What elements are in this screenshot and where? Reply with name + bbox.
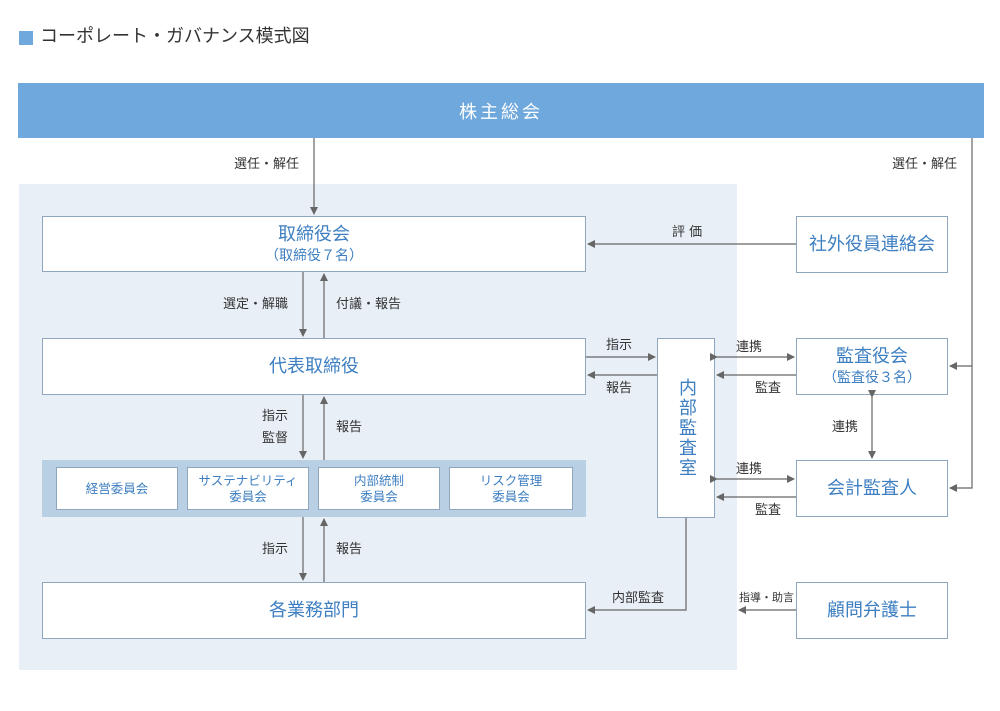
label-coop-auditors: 連携 bbox=[832, 420, 859, 435]
board-title: 取締役会 bbox=[278, 223, 350, 245]
president-box: 代表取締役 bbox=[42, 338, 586, 395]
committee-sustainability: サステナビリティ 委員会 bbox=[187, 467, 309, 510]
shareholders-meeting-box: 株主総会 bbox=[18, 83, 984, 138]
label-instruct: 指示 bbox=[262, 409, 289, 424]
label-instruct-divisions: 指示 bbox=[262, 542, 289, 557]
label-coop-aa: 連携 bbox=[736, 462, 763, 477]
label-guidance: 指導・助言 bbox=[739, 591, 794, 604]
board-of-directors-box: 取締役会 （取締役７名） bbox=[42, 216, 586, 272]
title-marker bbox=[19, 31, 33, 45]
page-title: コーポレート・ガバナンス模式図 bbox=[40, 26, 310, 47]
committee-label: 内部統制 bbox=[353, 472, 404, 488]
label-report-committees: 報告 bbox=[336, 420, 363, 435]
label-elect-auditors: 選任・解任 bbox=[892, 157, 958, 172]
business-divisions-box: 各業務部門 bbox=[42, 582, 586, 639]
outside-officers-box: 社外役員連絡会 bbox=[796, 216, 948, 273]
audit-board-box: 監査役会 （監査役３名） bbox=[796, 338, 948, 395]
label-refer-report: 付議・報告 bbox=[336, 297, 402, 312]
committee-internal-control: 内部統制 委員会 bbox=[318, 467, 440, 510]
label-audit-aa: 監査 bbox=[755, 503, 782, 518]
legal-advisor-title: 顧問弁護士 bbox=[827, 599, 917, 621]
committee-label: リスク管理 bbox=[479, 472, 543, 488]
label-audit-ab: 監査 bbox=[755, 381, 782, 396]
committee-label: 委員会 bbox=[492, 488, 530, 504]
label-internal-audit: 内部監査 bbox=[612, 591, 665, 606]
board-subtitle: （取締役７名） bbox=[265, 247, 363, 264]
committee-label: 委員会 bbox=[360, 488, 398, 504]
accounting-auditor-box: 会計監査人 bbox=[796, 460, 948, 517]
committee-risk-management: リスク管理 委員会 bbox=[449, 467, 573, 510]
label-select-dismiss: 選定・解職 bbox=[223, 297, 289, 312]
president-title: 代表取締役 bbox=[269, 355, 359, 377]
internal-audit-title: 内部監査室 bbox=[676, 378, 697, 478]
label-supervise: 監督 bbox=[262, 431, 289, 446]
label-evaluation: 評 価 bbox=[672, 225, 703, 240]
accounting-auditor-title: 会計監査人 bbox=[827, 477, 917, 499]
audit-board-subtitle: （監査役３名） bbox=[823, 370, 921, 386]
label-coop-ab: 連携 bbox=[736, 340, 763, 355]
legal-advisor-box: 顧問弁護士 bbox=[796, 582, 948, 639]
committee-management: 経営委員会 bbox=[56, 467, 178, 510]
edge-internal-audit bbox=[587, 518, 687, 614]
committee-label: 経営委員会 bbox=[85, 480, 149, 496]
label-instruct-ia: 指示 bbox=[606, 338, 633, 353]
committee-label: サステナビリティ bbox=[198, 472, 298, 488]
label-report-ia: 報告 bbox=[606, 381, 633, 396]
label-report-divisions: 報告 bbox=[336, 542, 363, 557]
divisions-title: 各業務部門 bbox=[269, 599, 359, 621]
outside-officers-title: 社外役員連絡会 bbox=[809, 233, 935, 255]
committee-label: 委員会 bbox=[229, 488, 267, 504]
edge-elect-auditors bbox=[949, 138, 973, 492]
audit-board-title: 監査役会 bbox=[836, 346, 908, 367]
label-elect-board: 選任・解任 bbox=[234, 157, 300, 172]
internal-audit-office-box: 内部監査室 bbox=[657, 338, 715, 518]
